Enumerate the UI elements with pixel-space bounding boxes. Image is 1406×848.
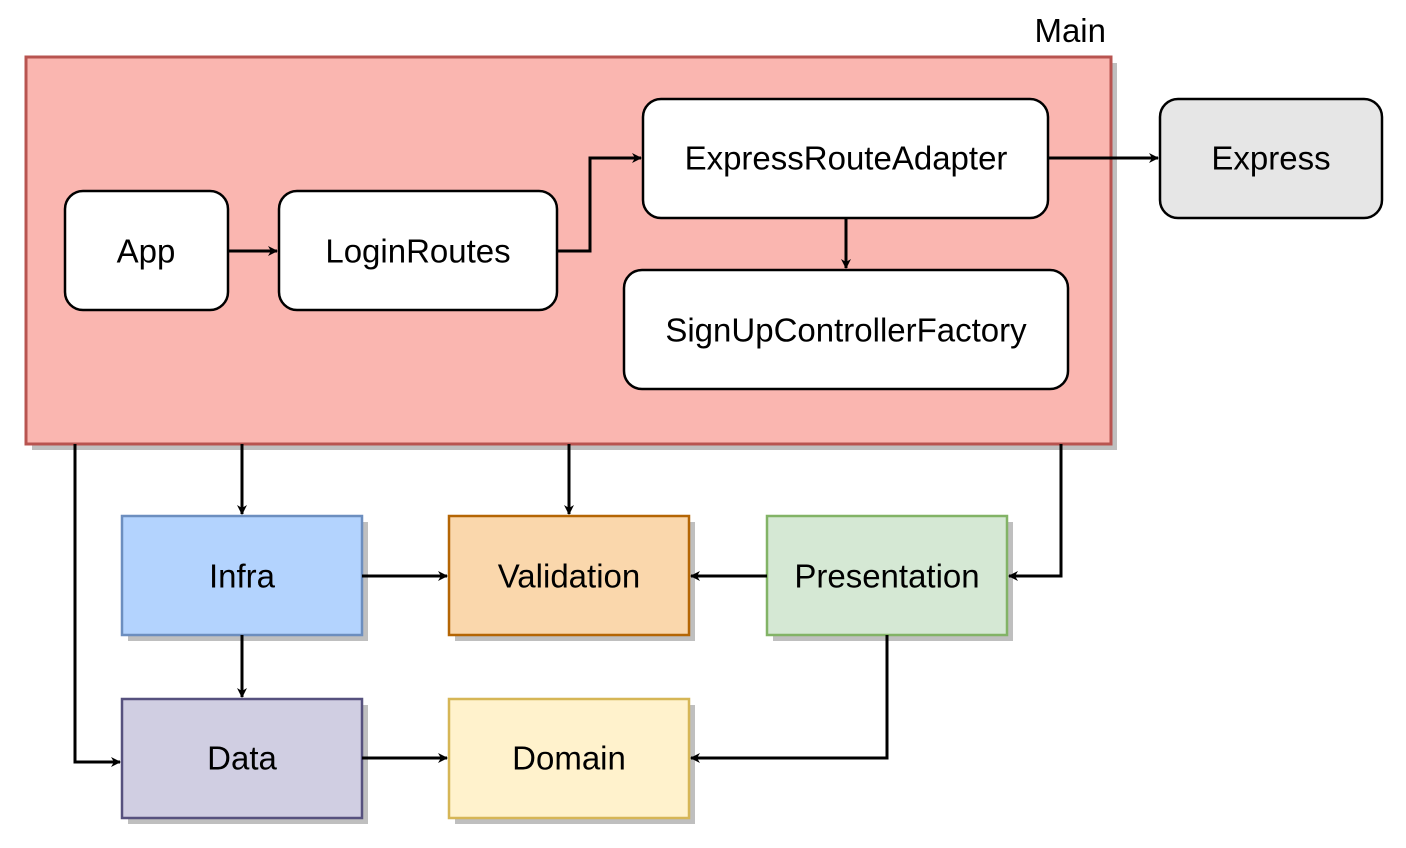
main-container-label: Main: [1034, 12, 1106, 49]
node-app-label: App: [117, 233, 176, 270]
node-infra: Infra: [120, 514, 368, 641]
node-signup-controller-factory: SignUpControllerFactory: [622, 268, 1070, 391]
node-domain-label: Domain: [512, 740, 626, 777]
node-express-label: Express: [1211, 140, 1330, 177]
node-domain: Domain: [447, 697, 695, 824]
node-signup-controller-factory-box: [622, 268, 1070, 391]
node-login-routes-label: LoginRoutes: [325, 233, 510, 270]
node-presentation-box: [765, 514, 1009, 637]
node-infra-box: [120, 514, 364, 637]
node-domain-box: [447, 697, 691, 820]
node-express-route-adapter: ExpressRouteAdapter: [641, 97, 1050, 220]
edge-main-to-data: [73, 444, 121, 767]
node-validation-box: [447, 514, 691, 637]
node-presentation-label: Presentation: [794, 558, 979, 595]
node-data-box: [120, 697, 364, 820]
node-app: App: [63, 189, 230, 312]
node-signup-controller-factory-label: SignUpControllerFactory: [665, 312, 1027, 349]
node-validation: Validation: [447, 514, 695, 641]
node-presentation: Presentation: [765, 514, 1013, 641]
node-data-label: Data: [207, 740, 277, 777]
edge-main-to-presentation: [1008, 444, 1063, 581]
node-express-route-adapter-label: ExpressRouteAdapter: [685, 140, 1008, 177]
node-login-routes: LoginRoutes: [277, 189, 559, 312]
node-infra-label: Infra: [209, 558, 276, 595]
node-data: Data: [120, 697, 368, 824]
node-express-box: [1158, 97, 1384, 220]
node-validation-label: Validation: [498, 558, 641, 595]
edge-login-routes-to-express-route-adapter: [557, 153, 642, 253]
edge-presentation-to-domain: [690, 635, 889, 763]
edges: [73, 153, 1159, 767]
node-express: Express: [1158, 97, 1384, 220]
